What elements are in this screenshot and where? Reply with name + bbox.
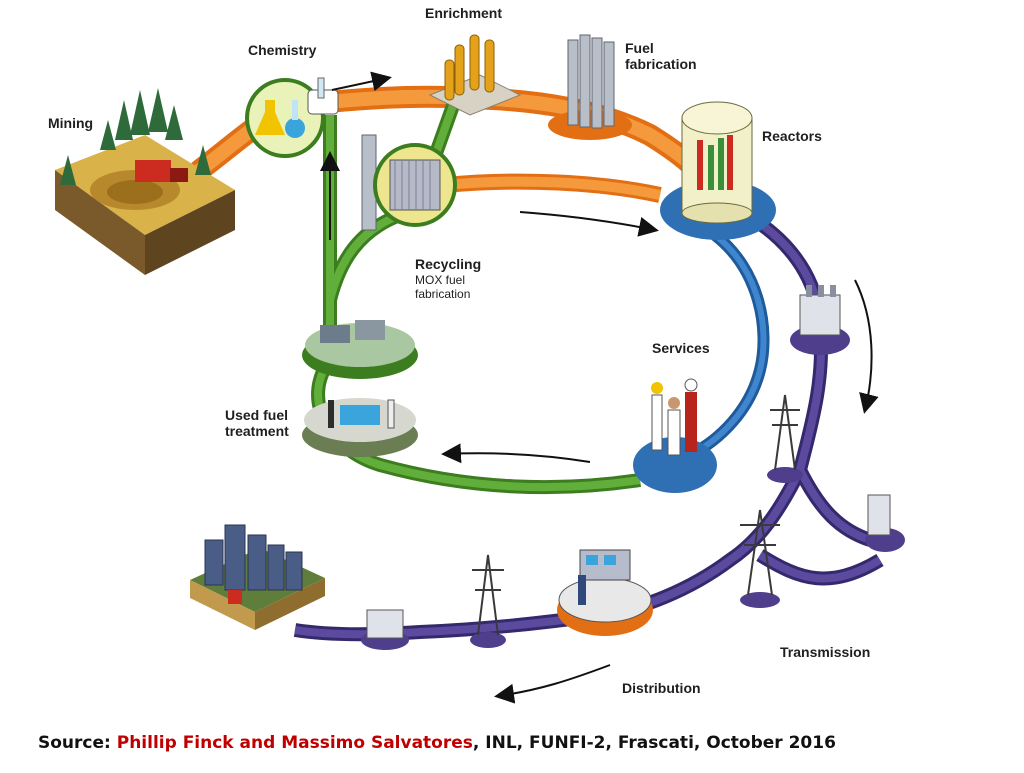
label-chemistry: Chemistry bbox=[248, 42, 317, 58]
used-fuel-treatment-node bbox=[302, 320, 418, 457]
source-prefix: Source: bbox=[38, 733, 117, 753]
label-mox-line1: MOX fuel bbox=[415, 273, 466, 287]
label-reactors: Reactors bbox=[762, 128, 822, 144]
label-used-fuel-line1: Used fuel bbox=[225, 407, 289, 423]
label-recycling: Recycling bbox=[415, 256, 482, 272]
mining-block bbox=[55, 88, 235, 275]
label-services: Services bbox=[652, 340, 710, 356]
label-fuel-fabrication-line2: fabrication bbox=[625, 56, 697, 72]
label-mox-line2: fabrication bbox=[415, 287, 471, 301]
source-suffix: , INL, FUNFI-2, Frascati, October 2016 bbox=[472, 733, 836, 753]
control-room-node bbox=[557, 549, 653, 636]
label-enrichment: Enrichment bbox=[425, 5, 503, 21]
source-citation: Source: Phillip Finck and Massimo Salvat… bbox=[38, 733, 836, 753]
fuel-fabrication-node bbox=[548, 34, 632, 140]
arrow-services-to-treatment bbox=[441, 443, 591, 464]
reactor-node bbox=[660, 101, 776, 240]
substation-node bbox=[790, 285, 850, 355]
city-block bbox=[190, 524, 325, 630]
pylons bbox=[470, 394, 803, 648]
label-mining: Mining bbox=[48, 115, 94, 131]
substation-node-right bbox=[865, 494, 905, 552]
label-mox: MOX fuel fabrication bbox=[415, 273, 470, 301]
source-authors: Phillip Finck and Massimo Salvatores bbox=[116, 733, 473, 753]
label-fuel-fabrication-line1: Fuel bbox=[625, 40, 654, 56]
services-node bbox=[633, 378, 717, 493]
arrow-distribution bbox=[494, 664, 611, 704]
label-fuel-fabrication: Fuel fabrication bbox=[625, 40, 697, 72]
label-distribution: Distribution bbox=[622, 680, 701, 696]
label-transmission: Transmission bbox=[780, 644, 871, 660]
label-used-fuel-treatment: Used fuel treatment bbox=[225, 407, 289, 439]
enrichment-node bbox=[428, 34, 522, 116]
arrow-grid-down bbox=[854, 279, 879, 414]
chemistry-node bbox=[245, 77, 339, 158]
distribution-transformer bbox=[361, 609, 409, 650]
label-used-fuel-line2: treatment bbox=[225, 423, 289, 439]
recycling-node bbox=[361, 134, 457, 231]
arrow-chemistry-to-enrichment bbox=[331, 71, 392, 92]
arrow-to-reactor bbox=[519, 211, 659, 237]
